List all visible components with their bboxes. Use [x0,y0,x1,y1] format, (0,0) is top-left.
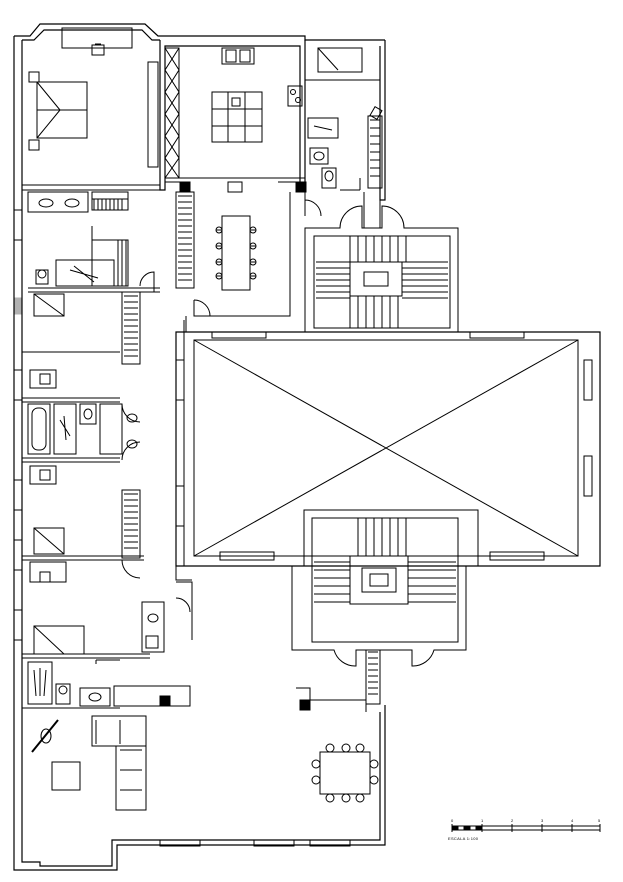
shower [55,259,115,287]
windows [13,209,351,847]
bedroom-4 [22,561,150,659]
bathroom-1 [27,191,160,293]
scale-tick-label: 4 [571,818,574,823]
bathroom-3 [22,581,193,709]
closet [91,239,129,287]
toilet [35,269,49,285]
vanity [79,687,111,707]
sofa-side [115,745,147,811]
bedroom-3 [22,465,144,579]
dining-table [221,215,251,291]
coffee-table [51,761,81,791]
exterior-walls [13,23,386,871]
upper-staircase [304,205,459,333]
sink [309,147,329,165]
island [211,91,263,143]
dining [139,192,291,332]
scale-title: ESCALA 1:100 [448,836,479,841]
scale-tick-label: 5 [598,818,601,823]
hob [287,85,303,107]
central-courtyard [175,320,601,581]
single-bed [33,293,65,317]
shower [307,117,339,139]
scale-tick-label: 1 [481,818,484,823]
bathroom-2 [22,403,141,463]
sofa-back [91,715,147,747]
desk [29,369,57,389]
single-bed [33,527,65,555]
scale-bar [451,824,601,832]
vanity [27,191,89,213]
shower [53,403,77,455]
sink [221,47,255,65]
bay-window [61,27,133,56]
toilet-room [141,601,165,653]
toilet [79,403,97,425]
lower-staircase [291,509,479,705]
bed [317,47,363,73]
living-room [31,715,147,811]
scale-tick-label: 3 [541,818,544,823]
lower-right-dining [296,687,379,803]
toilet [321,167,337,189]
dining-table [319,751,371,795]
closet [367,115,383,189]
kitchen [165,47,307,193]
vanity [99,403,123,455]
bedroom-1 [22,47,180,191]
bedroom-2 [22,293,120,403]
scale-tick-label: 2 [511,818,514,823]
wardrobe [147,61,159,168]
shower [27,661,53,705]
upper-right-suite [304,47,383,228]
scale-tick-label: 0 [451,818,454,823]
corridor-closets [121,191,195,559]
toilet [55,683,71,705]
bathtub [27,403,51,455]
